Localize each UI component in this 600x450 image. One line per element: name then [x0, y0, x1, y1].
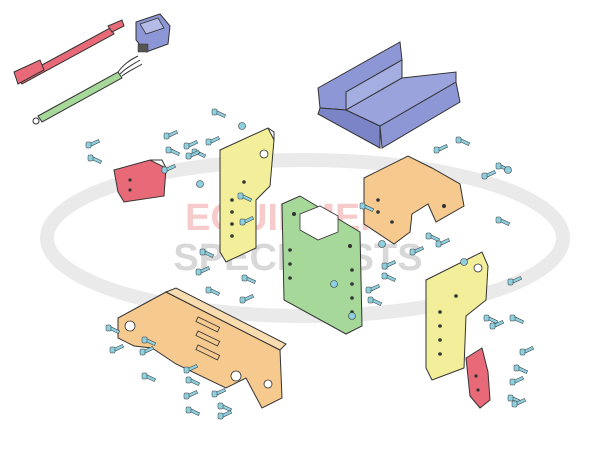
bolt-icon [381, 260, 397, 270]
bolt-icon [183, 390, 199, 400]
bolt-icon [481, 170, 497, 180]
bolt-icon [185, 406, 201, 416]
bolt-icon [87, 154, 103, 164]
nut-icon [504, 166, 512, 174]
rocker-switch [135, 13, 171, 53]
bolt-icon [495, 216, 511, 226]
bolt-icon [205, 136, 221, 146]
bolt-icon [185, 150, 201, 160]
bolt-icon [367, 296, 383, 306]
right-side-plate [425, 251, 489, 381]
bolt-icon [205, 286, 221, 296]
bolt-icon [183, 364, 199, 374]
bolt-icon [109, 344, 125, 354]
bolt-icon [435, 238, 451, 248]
fastener-set [85, 108, 535, 420]
bolt-icon [211, 388, 227, 398]
bolt-icon [183, 140, 199, 150]
bolt-icon [519, 346, 535, 356]
bolt-icon [185, 376, 201, 386]
lower-cross-frame [117, 287, 287, 409]
bolt-icon [217, 402, 233, 412]
bolt-icon [239, 294, 255, 304]
bolt-icon [161, 164, 177, 174]
nut-icon [238, 122, 246, 130]
bolt-icon [509, 376, 525, 386]
bolt-icon [165, 146, 181, 156]
bolt-icon [85, 139, 101, 149]
wiring-harness-red [13, 19, 125, 85]
bolt-icon [199, 248, 215, 258]
bolt-icon [141, 372, 157, 382]
left-side-plate [219, 127, 275, 263]
bolt-icon [217, 410, 233, 420]
top-gusset [363, 155, 465, 245]
bolt-icon [239, 216, 255, 226]
bolt-icon [139, 346, 155, 356]
bolt-icon [141, 336, 157, 346]
bolt-icon [511, 398, 527, 408]
bolt-icon [509, 314, 525, 324]
center-mount-plate [281, 195, 363, 335]
nut-icon [196, 180, 204, 188]
bolt-icon [433, 144, 449, 154]
bolt-icon [359, 202, 375, 212]
bolt-icon [455, 136, 471, 146]
wiring-harness-green [32, 55, 143, 125]
bolt-icon [241, 274, 257, 284]
bolt-icon [425, 232, 441, 242]
u-channel-bracket [317, 41, 461, 149]
nut-icon [460, 258, 468, 266]
nut-icon [330, 280, 338, 288]
watermark-ring [40, 153, 570, 323]
bolt-icon [163, 130, 179, 140]
right-wedge-block [465, 347, 491, 409]
bolt-icon [513, 364, 529, 374]
bolt-icon [105, 324, 121, 334]
left-wedge-block [113, 159, 167, 203]
bolt-icon [195, 266, 211, 276]
bolt-icon [507, 276, 523, 286]
bolt-icon [409, 246, 425, 256]
bolt-icon [237, 192, 253, 202]
bolt-icon [489, 320, 505, 330]
nut-icon [348, 312, 356, 320]
bolt-icon [211, 108, 227, 118]
bolt-icon [381, 272, 397, 282]
nut-icon [378, 240, 386, 248]
bolt-icon [483, 314, 499, 324]
bolt-icon [365, 284, 381, 294]
